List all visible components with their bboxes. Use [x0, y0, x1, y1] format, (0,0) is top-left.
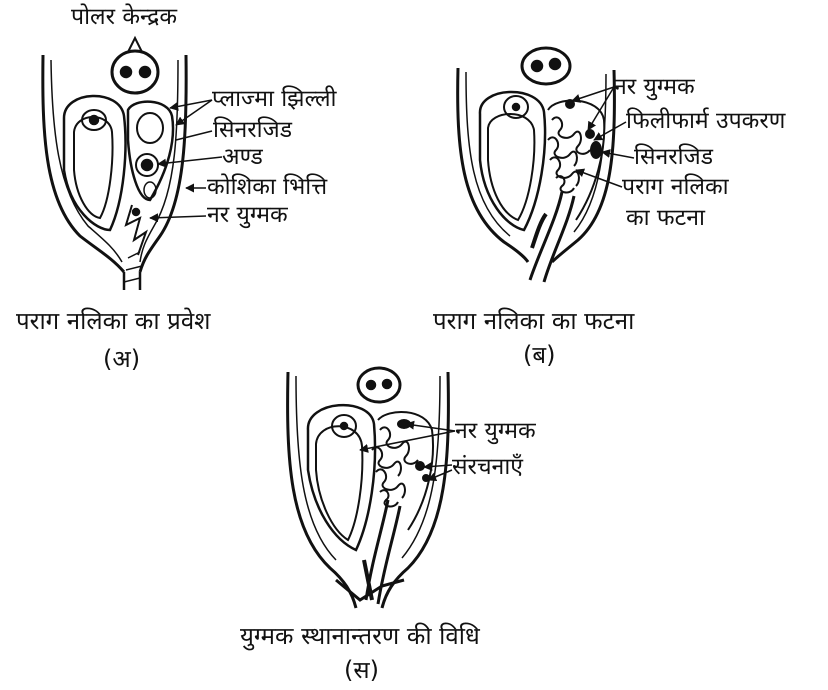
panel-c-egg-apparatus [308, 405, 433, 550]
panel-a-drawing [43, 38, 222, 290]
panel-a-label-cell-wall: कोशिका भित्ति [207, 176, 327, 199]
panel-a-label-plasma-membrane: प्लाज्मा झिल्ली [212, 88, 337, 111]
panel-c-polar-nuclei [358, 368, 400, 402]
panel-a-label-polar-nuclei: पोलर केन्द्रक [71, 6, 177, 29]
panel-a-polar-nuclei [112, 38, 158, 93]
panel-a-label-male-gamete: नर युग्मक [207, 204, 288, 227]
panel-b-caption: पराग नलिका का फटना [433, 309, 634, 333]
panel-b-drawing [458, 48, 634, 282]
panel-c-pollen-tube [364, 500, 400, 604]
panel-b-label-synergid: सिनरजिड [634, 146, 713, 169]
panel-b-label-pollen-tube-2: का फटना [626, 207, 705, 230]
panel-b-egg-apparatus [480, 92, 604, 230]
panel-c-filiform-mass [372, 420, 429, 506]
panel-b-filiform-mass [548, 100, 601, 192]
panel-b-label-male-gamete: नर युग्मक [614, 76, 695, 99]
panel-a-letter: (अ) [103, 347, 140, 371]
panel-a-egg-apparatus [64, 96, 173, 230]
panel-a-label-synergid: सिनरजिड [213, 119, 292, 142]
panel-a-label-egg: अण्ड [222, 146, 263, 169]
panel-b-polar-nuclei [522, 48, 570, 84]
panel-b-pollen-tube [530, 192, 574, 282]
panel-b-label-pollen-tube-1: पराग नलिका [622, 176, 729, 199]
panel-c-letter: (स) [344, 658, 379, 682]
panel-c-drawing [288, 368, 455, 608]
panel-c-label-structures: संरचनाएँ [452, 456, 523, 479]
panel-a-leader-lines [150, 100, 222, 218]
panel-b-label-filiform-apparatus: फिलीफार्म उपकरण [626, 110, 785, 133]
panel-c-caption: युग्मक स्थानान्तरण की विधि [240, 624, 480, 648]
panel-a-caption: पराग नलिका का प्रवेश [16, 309, 211, 333]
panel-c-label-male-gamete: नर युग्मक [455, 420, 536, 443]
panel-b-letter: (ब) [523, 343, 555, 367]
